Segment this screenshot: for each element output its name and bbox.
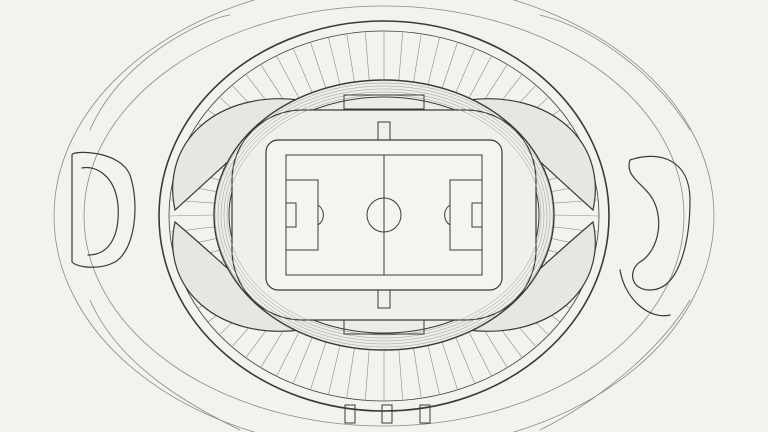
roof-rib bbox=[260, 325, 287, 368]
roof-rib bbox=[468, 331, 492, 377]
roof-rib bbox=[441, 41, 458, 89]
roof-rib bbox=[553, 214, 600, 217]
roof-rib bbox=[168, 214, 215, 217]
roof-rib bbox=[276, 331, 300, 377]
south-entrances bbox=[344, 404, 431, 424]
roof-rib bbox=[427, 37, 440, 85]
roof-rib bbox=[328, 37, 341, 85]
pitch bbox=[265, 139, 503, 291]
seat-row bbox=[214, 82, 554, 348]
roof-rib bbox=[364, 349, 370, 401]
roof-rib bbox=[346, 347, 355, 399]
outer-landscape bbox=[53, 0, 715, 432]
north-media-box bbox=[343, 94, 425, 110]
roof-rib bbox=[292, 337, 313, 384]
seat-row bbox=[217, 85, 551, 345]
roof-rib bbox=[398, 31, 404, 81]
roof-rib bbox=[276, 55, 300, 99]
roof-rib bbox=[310, 41, 327, 89]
roof-rib bbox=[468, 55, 492, 99]
west-goal-area bbox=[285, 202, 297, 228]
roof-rib bbox=[413, 33, 422, 83]
roof-rib bbox=[441, 341, 458, 391]
east-plaza bbox=[619, 155, 691, 317]
roof-rib bbox=[427, 345, 440, 395]
roof-rib bbox=[328, 345, 341, 395]
north-tunnel bbox=[377, 121, 391, 141]
west-penalty-arc bbox=[317, 204, 324, 226]
seat-row bbox=[220, 88, 548, 342]
roof-rib bbox=[310, 341, 327, 391]
roof-rib bbox=[455, 337, 476, 384]
roof-rib bbox=[455, 48, 476, 93]
roof-rib bbox=[398, 349, 404, 401]
roof-rib bbox=[346, 33, 355, 83]
roof-rib bbox=[260, 64, 287, 105]
east-goal-area bbox=[471, 202, 483, 228]
west-plaza bbox=[71, 151, 136, 268]
mid-stand bbox=[228, 96, 540, 334]
roof-rib bbox=[481, 64, 508, 105]
roof-rib bbox=[292, 48, 313, 93]
seat-row bbox=[223, 91, 545, 339]
roof-rib bbox=[364, 31, 370, 81]
south-media-box bbox=[343, 319, 425, 335]
roof-rib bbox=[413, 347, 422, 399]
south-tunnel bbox=[377, 289, 391, 309]
east-penalty-arc bbox=[444, 204, 451, 226]
roof-rib bbox=[481, 325, 508, 368]
center-circle bbox=[366, 197, 402, 233]
outer-roof-edge bbox=[158, 20, 610, 412]
